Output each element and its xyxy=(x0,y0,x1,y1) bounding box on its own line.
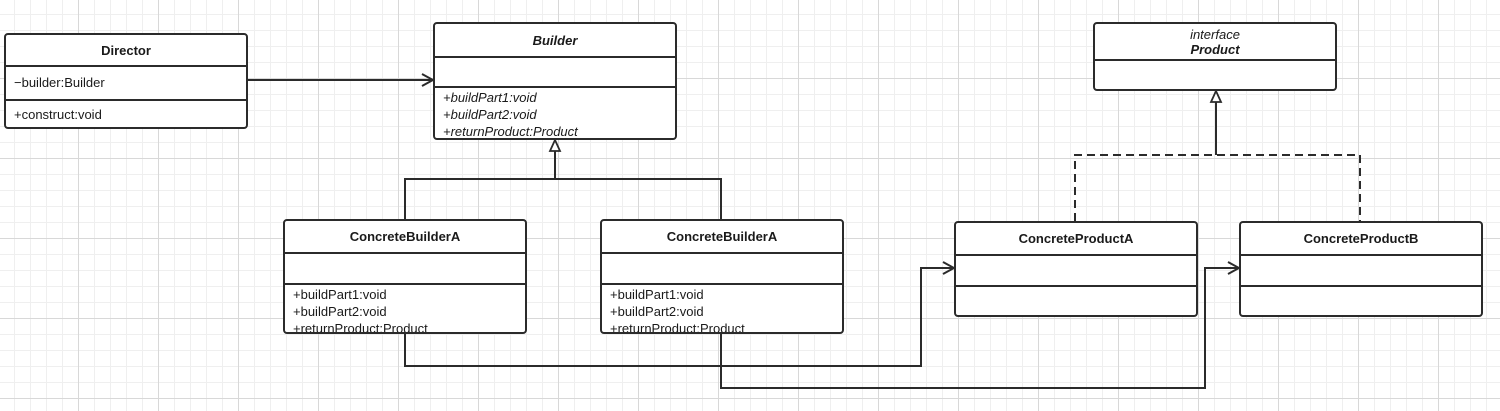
class-name: Product xyxy=(1190,41,1240,57)
interface-header: interface Product xyxy=(1095,24,1335,61)
inheritance-builders-to-builder xyxy=(404,178,722,219)
methods-section xyxy=(1241,287,1481,293)
methods-section: +buildPart1:void +buildPart2:void +retur… xyxy=(435,88,675,139)
class-name: ConcreteProductA xyxy=(956,223,1196,256)
dependency-builder1-product-a xyxy=(404,268,954,367)
stereotype-label: interface xyxy=(1190,26,1240,42)
methods-section: +buildPart1:void +buildPart2:void +retur… xyxy=(602,285,842,334)
class-name: ConcreteBuilderA xyxy=(285,221,525,254)
class-name: ConcreteProductB xyxy=(1241,223,1481,256)
class-concrete-product-b[interactable]: ConcreteProductB xyxy=(1239,221,1483,317)
class-name: ConcreteBuilderA xyxy=(602,221,842,254)
method: +buildPart1:void xyxy=(610,287,704,302)
attributes-section xyxy=(1095,61,1335,67)
method: +construct:void xyxy=(14,107,102,122)
method: +returnProduct:Product xyxy=(293,321,428,334)
interface-product[interactable]: interface Product xyxy=(1093,22,1337,91)
attributes-section xyxy=(602,254,842,285)
method: +returnProduct:Product xyxy=(610,321,745,334)
class-concrete-builder-1[interactable]: ConcreteBuilderA +buildPart1:void +build… xyxy=(283,219,527,334)
attributes-section xyxy=(435,58,675,88)
class-concrete-builder-2[interactable]: ConcreteBuilderA +buildPart1:void +build… xyxy=(600,219,844,334)
attributes-section xyxy=(285,254,525,285)
method: +buildPart2:void xyxy=(293,304,387,319)
class-name: Builder xyxy=(435,24,675,58)
method: +buildPart1:void xyxy=(443,90,537,105)
attribute: −builder:Builder xyxy=(14,75,105,90)
method: +buildPart2:void xyxy=(443,107,537,122)
methods-section: +buildPart1:void +buildPart2:void +retur… xyxy=(285,285,525,334)
attributes-section xyxy=(1241,256,1481,287)
class-name: Director xyxy=(6,35,246,67)
attributes-section: −builder:Builder xyxy=(6,67,246,101)
attributes-section xyxy=(956,256,1196,287)
class-builder[interactable]: Builder +buildPart1:void +buildPart2:voi… xyxy=(433,22,677,140)
method: +buildPart1:void xyxy=(293,287,387,302)
method: +returnProduct:Product xyxy=(443,124,578,139)
method: +buildPart2:void xyxy=(610,304,704,319)
realization-products-to-product xyxy=(1074,154,1361,221)
dependency-builder2-product-b xyxy=(720,268,1239,389)
methods-section: +construct:void xyxy=(6,101,246,126)
class-concrete-product-a[interactable]: ConcreteProductA xyxy=(954,221,1198,317)
methods-section xyxy=(956,287,1196,293)
class-director[interactable]: Director −builder:Builder +construct:voi… xyxy=(4,33,248,129)
